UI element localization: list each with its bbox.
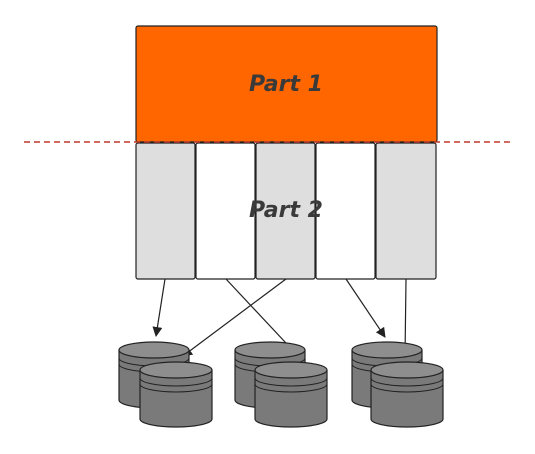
database-cylinder-icon [370,361,444,428]
part2-label: Part 2 [249,198,323,223]
arrow-seg1-to-disk1 [152,278,166,337]
arrow-seg3-to-disk2 [182,278,287,357]
part2-segment-4 [315,142,376,280]
part2-segments [135,142,437,280]
database-cylinder-icon [139,361,213,428]
arrow-seg4-to-disk5 [345,278,386,338]
part1-label: Part 1 [249,72,323,97]
database-cylinder-icon [254,361,328,428]
part2-segment-1 [135,142,196,280]
part2-segment-5 [375,142,437,280]
part2-segment-2 [195,142,256,280]
